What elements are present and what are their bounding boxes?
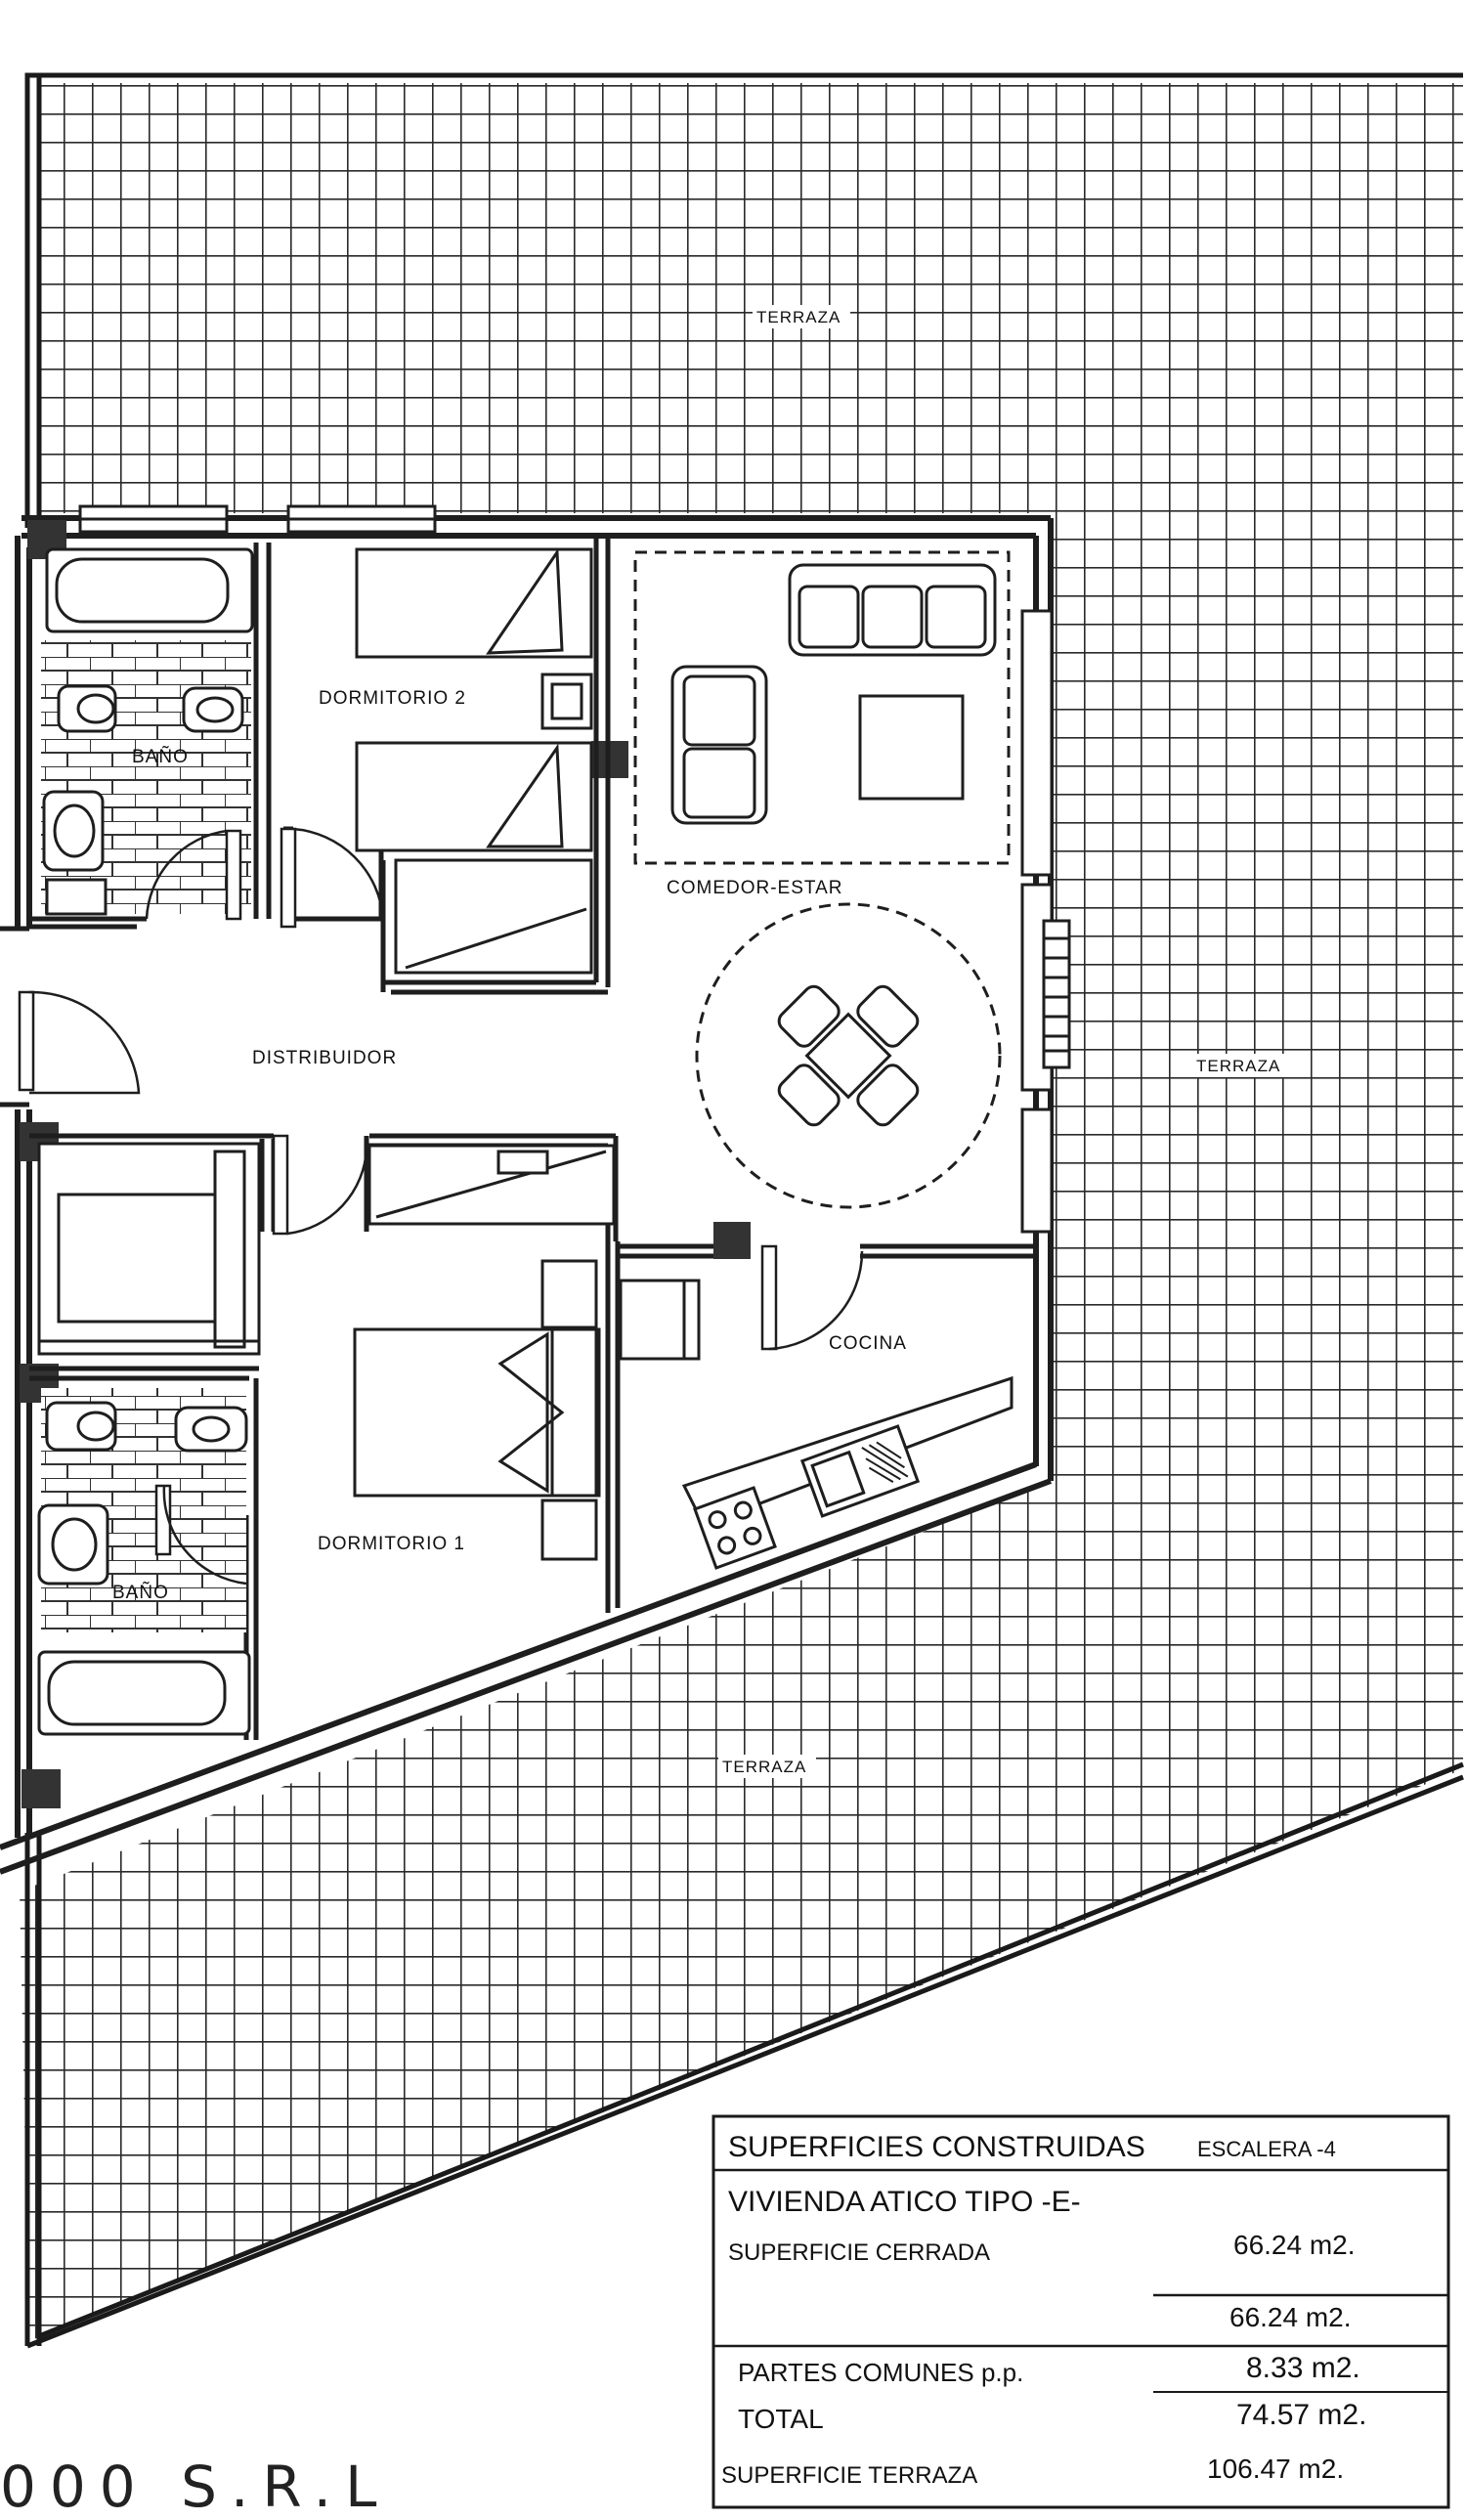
table-sup-cerrada-label: SUPERFICIE CERRADA (728, 2239, 990, 2266)
label-bano-lower: BAÑO (112, 1582, 169, 1603)
label-terraza-bottom: TERRAZA (722, 1758, 806, 1776)
coffee-table (858, 694, 965, 801)
label-terraza-right: TERRAZA (1196, 1057, 1280, 1075)
radiator (1042, 919, 1071, 1069)
label-dormitorio-1: DORMITORIO 1 (318, 1534, 465, 1554)
table-header-sub: ESCALERA -4 (1197, 2137, 1336, 2161)
label-dormitorio-2: DORMITORIO 2 (319, 688, 466, 709)
surfaces-table: SUPERFICIES CONSTRUIDAS ESCALERA -4 VIVI… (711, 2114, 1450, 2509)
table-total-value: 74.57 m2. (1236, 2399, 1366, 2431)
label-terraza-top: TERRAZA (756, 308, 841, 326)
table-sup-cerrada-value: 66.24 m2. (1233, 2230, 1356, 2260)
table-vivienda: VIVIENDA ATICO TIPO -E- (728, 2186, 1081, 2218)
kitchen-sink (799, 1424, 921, 1518)
table-total-label: TOTAL (738, 2404, 824, 2434)
table-sup-terraza-value: 106.47 m2. (1207, 2454, 1344, 2484)
label-cocina: COCINA (829, 1333, 907, 1354)
table-header-main: SUPERFICIES CONSTRUIDAS (728, 2131, 1145, 2163)
nightstand-dorm1-a (540, 1259, 598, 1329)
outer-boundary (24, 72, 1464, 2349)
terrace-tiles (20, 83, 1463, 2341)
label-comedor-estar: COMEDOR-ESTAR (667, 878, 842, 898)
label-distribuidor: DISTRIBUIDOR (252, 1048, 397, 1068)
footer-company-text: 000 S.R.L (0, 2454, 391, 2520)
table-partes-comunes-label: PARTES COMUNES p.p. (738, 2358, 1023, 2387)
hob (693, 1486, 777, 1570)
table-sup-terraza-label: SUPERFICIE TERRAZA (721, 2462, 977, 2489)
table-partes-comunes-value: 8.33 m2. (1246, 2352, 1360, 2384)
doors (18, 827, 864, 1586)
label-bano-upper: BAÑO (132, 746, 189, 767)
dining-area (695, 902, 1002, 1209)
room-labels: TERRAZA DORMITORIO 2 BAÑO COMEDOR-ESTAR … (112, 305, 1290, 1778)
windows (78, 504, 1054, 1234)
nightstand-dorm1-b (540, 1499, 598, 1561)
furniture (37, 547, 1071, 1736)
table-subtotal-value: 66.24 m2. (1229, 2302, 1352, 2332)
living-rug (633, 550, 1011, 865)
dining-set (777, 984, 920, 1127)
